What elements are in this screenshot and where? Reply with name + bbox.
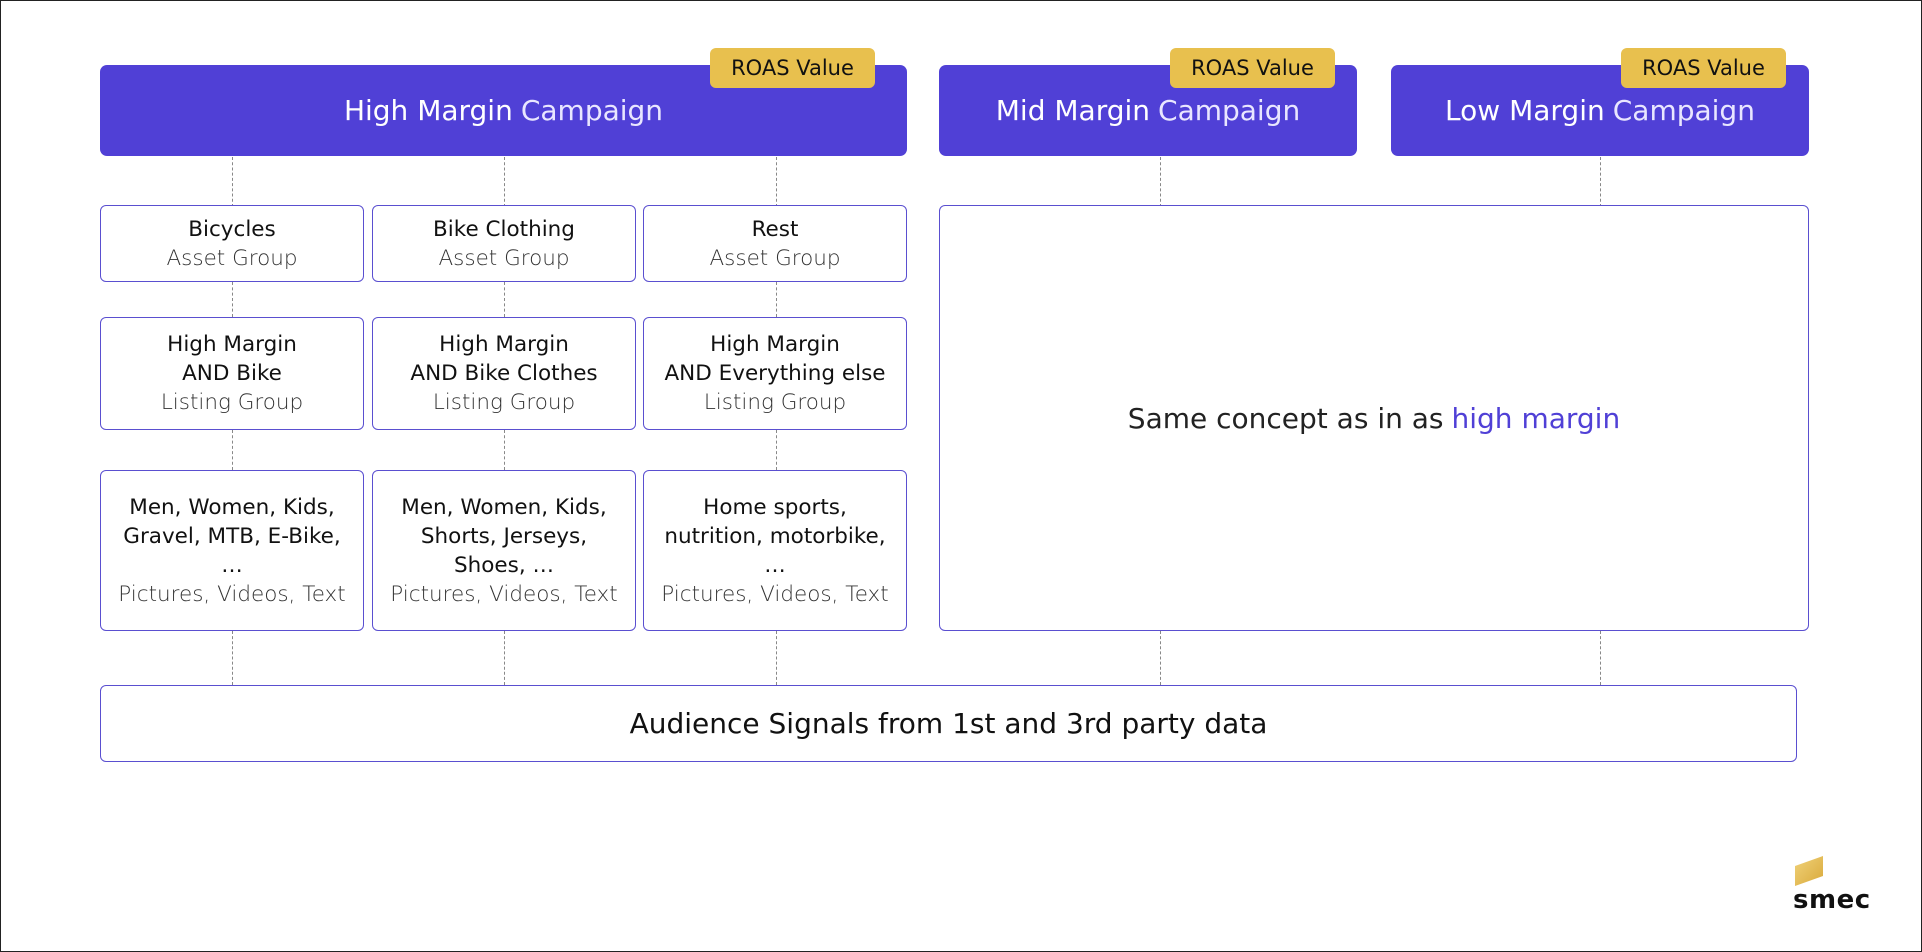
connector-line — [776, 157, 777, 207]
campaign-label: Campaign — [1158, 94, 1301, 127]
connector-line — [504, 157, 505, 207]
listing-group-line2: AND Everything else — [664, 361, 886, 386]
connector-line — [1600, 157, 1601, 207]
assets-types: Pictures, Videos, Text — [390, 581, 618, 607]
connector-line — [1160, 157, 1161, 207]
assets-line1: Men, Women, Kids, — [129, 494, 335, 520]
listing-group-line2: AND Bike Clothes — [410, 361, 598, 386]
asset-group-type: Asset Group — [438, 245, 570, 271]
listing-group-type: Listing Group — [432, 390, 576, 415]
same-concept-highlight: high margin — [1451, 401, 1621, 435]
assets-line2: Shorts, Jerseys, — [420, 523, 588, 549]
connector-line — [232, 631, 233, 685]
listing-group-line2: AND Bike — [182, 361, 282, 386]
roas-value-badge: ROAS Value — [1621, 48, 1786, 88]
connector-line — [1600, 631, 1601, 685]
campaign-name: Low Margin — [1445, 94, 1605, 127]
connector-line — [504, 631, 505, 685]
roas-value-badge: ROAS Value — [710, 48, 875, 88]
listing-group-type: Listing Group — [160, 390, 304, 415]
asset-group-type: Asset Group — [709, 245, 841, 271]
assets-types: Pictures, Videos, Text — [661, 581, 889, 607]
connector-line — [776, 631, 777, 685]
listing-group-line1: High Margin — [167, 332, 297, 357]
connector-line — [232, 430, 233, 470]
campaign-label: Campaign — [520, 94, 664, 127]
assets-line1: Men, Women, Kids, — [401, 494, 607, 520]
campaign-name: Mid Margin — [995, 94, 1151, 127]
audience-signals-box: Audience Signals from 1st and 3rd party … — [100, 685, 1797, 762]
campaign-name: High Margin — [343, 94, 513, 127]
campaign-label: Campaign — [1612, 94, 1755, 127]
connector-line — [232, 157, 233, 207]
asset-group-bike-clothing: Bike Clothing Asset Group — [372, 205, 636, 282]
assets-line3: … — [764, 552, 786, 578]
assets-bike-clothing: Men, Women, Kids, Shorts, Jerseys, Shoes… — [372, 470, 636, 631]
asset-group-rest: Rest Asset Group — [643, 205, 907, 282]
assets-line2: nutrition, motorbike, — [664, 523, 886, 549]
assets-line1: Home sports, — [703, 494, 847, 520]
asset-group-bicycles: Bicycles Asset Group — [100, 205, 364, 282]
assets-line3: Shoes, … — [453, 552, 555, 578]
smec-logo-text: smec — [1793, 885, 1871, 915]
assets-bike: Men, Women, Kids, Gravel, MTB, E-Bike, …… — [100, 470, 364, 631]
asset-group-name: Rest — [751, 216, 799, 242]
assets-rest: Home sports, nutrition, motorbike, … Pic… — [643, 470, 907, 631]
assets-line2: Gravel, MTB, E-Bike, — [123, 523, 341, 549]
asset-group-type: Asset Group — [166, 245, 298, 271]
smec-logo-icon — [1795, 856, 1823, 886]
connector-line — [1160, 631, 1161, 685]
listing-group-line1: High Margin — [439, 332, 569, 357]
same-concept-label: Same concept as in as — [1127, 401, 1444, 435]
assets-types: Pictures, Videos, Text — [118, 581, 346, 607]
asset-group-name: Bicycles — [188, 216, 276, 242]
audience-signals-text: Audience Signals from 1st and 3rd party … — [629, 707, 1268, 740]
asset-group-name: Bike Clothing — [433, 216, 575, 242]
connector-line — [776, 282, 777, 317]
connector-line — [504, 430, 505, 470]
listing-group-type: Listing Group — [703, 390, 847, 415]
connector-line — [232, 282, 233, 317]
listing-group-bike-clothes: High Margin AND Bike Clothes Listing Gro… — [372, 317, 636, 430]
connector-line — [776, 430, 777, 470]
listing-group-bike: High Margin AND Bike Listing Group — [100, 317, 364, 430]
roas-value-badge: ROAS Value — [1170, 48, 1335, 88]
listing-group-line1: High Margin — [710, 332, 840, 357]
assets-line3: … — [221, 552, 243, 578]
listing-group-everything-else: High Margin AND Everything else Listing … — [643, 317, 907, 430]
connector-line — [504, 282, 505, 317]
